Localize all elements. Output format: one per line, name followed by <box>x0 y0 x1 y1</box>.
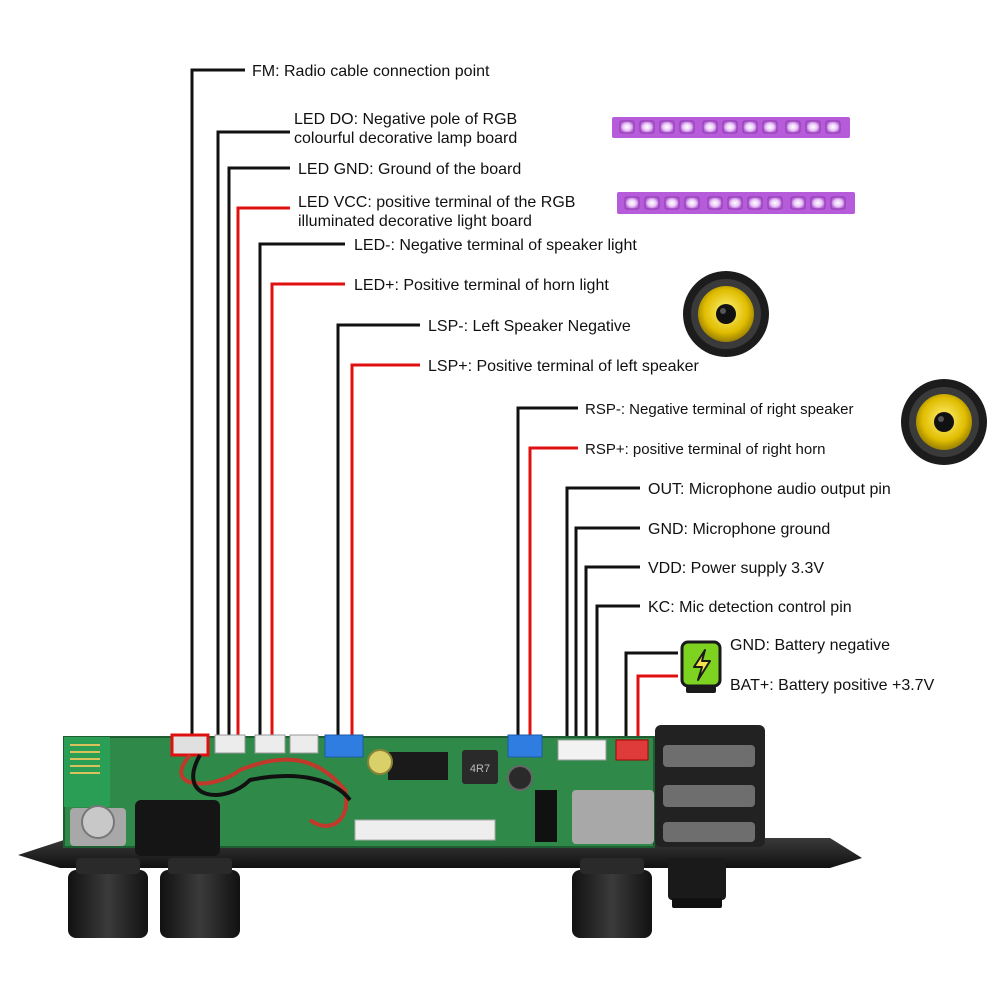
label-led-plus: LED+: Positive terminal of horn light <box>354 277 609 294</box>
label-bat-plus: BAT+: Battery positive +3.7V <box>730 677 935 694</box>
wire-kc <box>595 604 640 740</box>
wire-out <box>565 486 640 740</box>
wire-bat-plus <box>636 674 678 740</box>
wire-vdd <box>584 565 640 740</box>
label-rsp-plus: RSP+: positive terminal of right horn <box>585 441 826 458</box>
wire-rsp-minus <box>516 406 578 738</box>
wire-led-plus <box>270 282 345 738</box>
label-gnd-mic: GND: Microphone ground <box>648 521 831 538</box>
wire-led-minus <box>258 242 345 738</box>
wire-led-gnd <box>227 166 290 738</box>
wire-led-do <box>216 130 290 738</box>
label-gnd-bat: GND: Battery negative <box>730 637 891 654</box>
label-fm: FM: Radio cable connection point <box>252 63 490 80</box>
label-led-vcc-line2: illuminated decorative light board <box>298 213 532 230</box>
label-led-vcc-line1: LED VCC: positive terminal of the RGB <box>298 194 576 211</box>
wire-rsp-plus <box>528 446 578 738</box>
wire-gnd-mic <box>574 526 640 740</box>
wire-lsp-minus <box>336 323 420 738</box>
label-led-do-line1: LED DO: Negative pole of RGB <box>294 111 518 128</box>
wire-fm <box>190 68 245 738</box>
label-kc: KC: Mic detection control pin <box>648 599 852 616</box>
label-led-do-line2: colourful decorative lamp board <box>294 130 518 147</box>
label-lsp-plus: LSP+: Positive terminal of left speaker <box>428 358 699 375</box>
label-led-minus: LED-: Negative terminal of speaker light <box>354 237 637 254</box>
label-led-gnd: LED GND: Ground of the board <box>298 161 522 178</box>
label-rsp-minus: RSP-: Negative terminal of right speaker <box>585 401 854 418</box>
wire-gnd-bat <box>624 651 678 740</box>
label-out: OUT: Microphone audio output pin <box>648 481 891 498</box>
label-vdd: VDD: Power supply 3.3V <box>648 560 825 577</box>
wire-led-vcc <box>236 206 290 738</box>
label-lsp-minus: LSP-: Left Speaker Negative <box>428 318 631 335</box>
wire-lsp-plus <box>350 363 420 738</box>
